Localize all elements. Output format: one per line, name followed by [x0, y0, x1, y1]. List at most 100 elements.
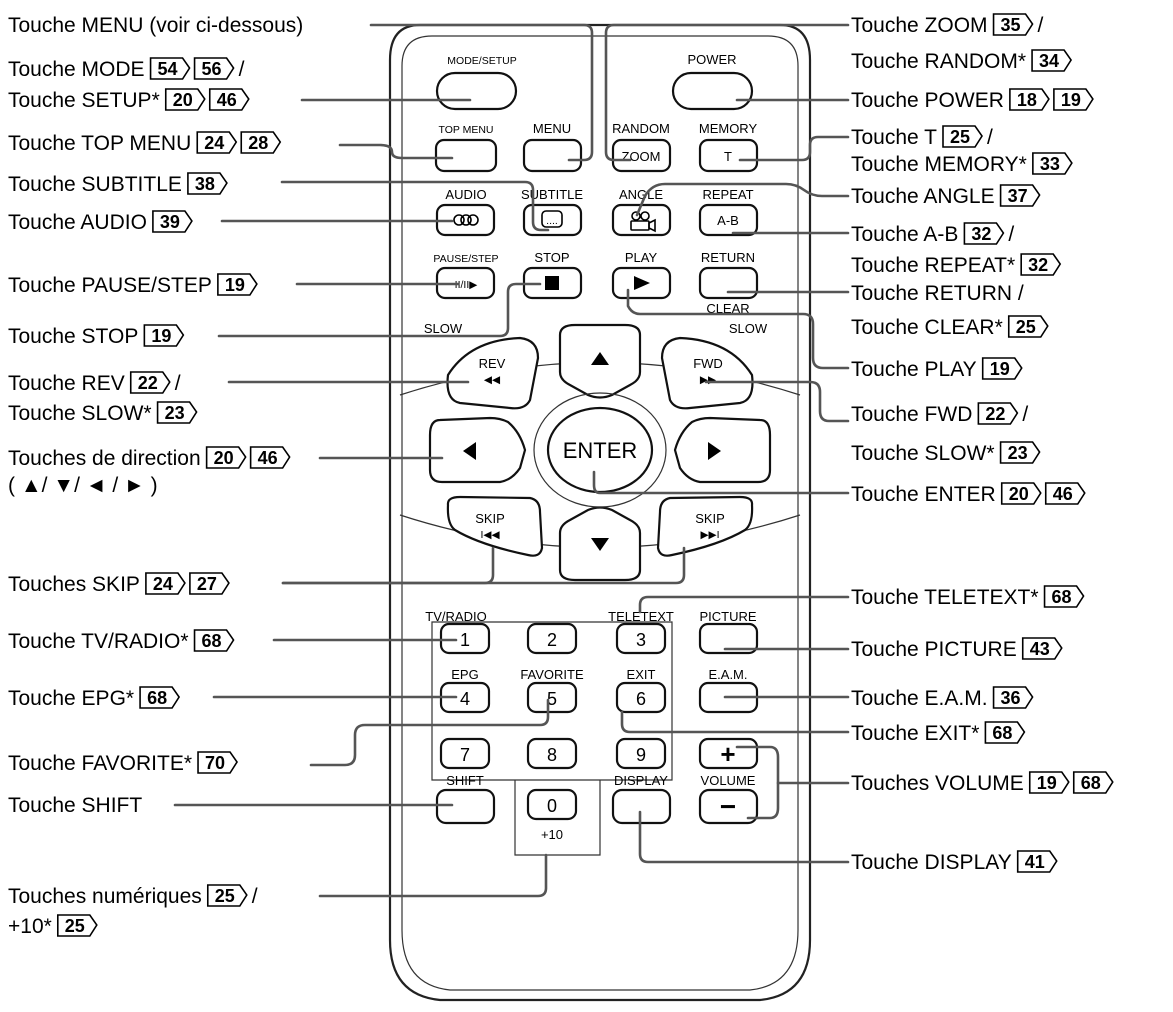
zoom-button[interactable]: RANDOM ZOOM [611, 121, 672, 173]
page-reference-badge: 39 [152, 210, 193, 233]
subtitle-button[interactable]: SUBTITLE .... [521, 187, 583, 237]
number-3-button[interactable]: 3 [615, 622, 667, 655]
page-number: 20 [173, 90, 193, 110]
down-button[interactable] [558, 506, 642, 582]
play-icon [634, 276, 650, 290]
page-number: 33 [1040, 154, 1060, 174]
rev-button[interactable]: REV ◀◀ [446, 336, 540, 410]
slow-right-label: SLOW [729, 321, 768, 336]
left-arrow-icon [463, 442, 476, 460]
page-reference-badge: 27 [189, 572, 230, 595]
shift-button[interactable] [435, 788, 496, 825]
right-label-touche-exit: Touche EXIT*68 [851, 721, 1026, 745]
number-6-button[interactable]: 6 [615, 681, 667, 714]
number-2-label: 2 [547, 630, 557, 650]
page-number: 34 [1039, 51, 1059, 71]
label-text: Touche EXIT* [851, 722, 979, 745]
number-8-button[interactable]: 8 [526, 737, 578, 770]
page-reference-badge: 37 [999, 184, 1041, 207]
page-number: 32 [1028, 255, 1048, 275]
page-number: 22 [985, 404, 1005, 424]
label-tail: / [1022, 403, 1028, 426]
page-number: 20 [214, 448, 234, 468]
pause-step-button[interactable]: PAUSE/STEP II/II▶ [433, 253, 499, 300]
label-text: Touches SKIP [8, 573, 140, 596]
number-8-label: 8 [547, 745, 557, 765]
number-0-button[interactable]: 0 [526, 788, 578, 821]
page-reference-badge: 19 [1028, 771, 1070, 794]
left-label-touche-favorite: Touche FAVORITE*70 [8, 751, 238, 775]
number-7-button[interactable]: 7 [439, 737, 491, 770]
camera-icon [630, 211, 656, 233]
up-button[interactable] [558, 323, 642, 399]
page-number: 68 [147, 688, 167, 708]
right-label-touche-e-a-m: Touche E.A.M.36 [851, 686, 1034, 710]
label-text: Touche PAUSE/STEP [8, 274, 212, 297]
skip-next-icon: ▶▶I [700, 529, 719, 541]
page-reference-badge: 24 [145, 572, 186, 595]
down-arrow-icon [591, 538, 609, 551]
page-number: 46 [258, 448, 278, 468]
volume-down-button[interactable]: − [698, 788, 759, 825]
stop-button[interactable]: STOP [522, 250, 583, 300]
label-text: Touche FWD [851, 403, 972, 426]
skip-next-button[interactable]: SKIP ▶▶I [656, 495, 754, 557]
right-button[interactable] [673, 416, 772, 484]
angle-button[interactable]: ANGLE [611, 187, 672, 237]
memory-t-button[interactable]: MEMORY T [699, 121, 759, 173]
number-1-button[interactable]: 1 [439, 622, 491, 655]
number-5-button[interactable]: 5 [526, 681, 578, 714]
a-b-button[interactable]: REPEAT A-B [698, 187, 759, 237]
skip-prev-button[interactable]: SKIP I◀◀ [446, 495, 544, 557]
label-text: Touche PICTURE [851, 638, 1017, 661]
left-button[interactable] [428, 416, 527, 484]
label-text: Touche MODE [8, 58, 145, 81]
volume-up-button[interactable]: + [698, 737, 759, 770]
fwd-label: FWD [693, 356, 723, 371]
page-reference-badge: 20 [164, 88, 206, 111]
display-button[interactable] [611, 788, 672, 825]
label-text: Touches numériques [8, 885, 202, 908]
fwd-button[interactable]: FWD ▶▶ [660, 336, 754, 410]
menu-button[interactable]: MENU [522, 121, 583, 173]
power-button[interactable]: POWER [671, 52, 754, 111]
enter-label: ENTER [563, 438, 638, 463]
label-tail: / [1038, 14, 1044, 37]
mode-setup-label: MODE/SETUP [447, 55, 516, 67]
label-text: Touche SUBTITLE [8, 173, 182, 196]
page-number: 25 [1016, 317, 1036, 337]
page-number: 70 [205, 753, 225, 773]
number-2-button[interactable]: 2 [526, 622, 578, 655]
number-9-button[interactable]: 9 [615, 737, 667, 770]
page-reference-badge: 33 [1032, 152, 1073, 175]
left-label-touche-epg: Touche EPG*68 [8, 686, 181, 710]
top-menu-button[interactable]: TOP MENU [434, 124, 498, 173]
page-number: 19 [151, 326, 171, 346]
repeat-label: REPEAT [702, 187, 753, 202]
page-reference-badge: 35 [992, 13, 1034, 36]
picture-button[interactable] [698, 622, 759, 655]
page-number: 54 [158, 59, 178, 79]
right-label-touche-clear: Touche CLEAR*25 [851, 315, 1049, 339]
page-number: 18 [1017, 90, 1037, 110]
return-button[interactable]: RETURN CLEAR [698, 250, 759, 316]
left-label-touche-slow: Touche SLOW*23 [8, 401, 198, 425]
audio-button[interactable]: AUDIO [435, 187, 496, 237]
label-text: Touche REV [8, 372, 125, 395]
label-text: Touche MEMORY* [851, 153, 1027, 176]
number-4-button[interactable]: 4 [439, 681, 491, 714]
label-text: Touches VOLUME [851, 772, 1024, 795]
left-label-touche-menu-voir-ci-dessous: Touche MENU (voir ci-dessous) [8, 14, 303, 37]
right-arrow-icon [708, 442, 721, 460]
number-6-label: 6 [636, 689, 646, 709]
return-label: RETURN [701, 250, 755, 265]
tv-radio-label: TV/RADIO [425, 609, 486, 624]
random-label: RANDOM [612, 121, 670, 136]
